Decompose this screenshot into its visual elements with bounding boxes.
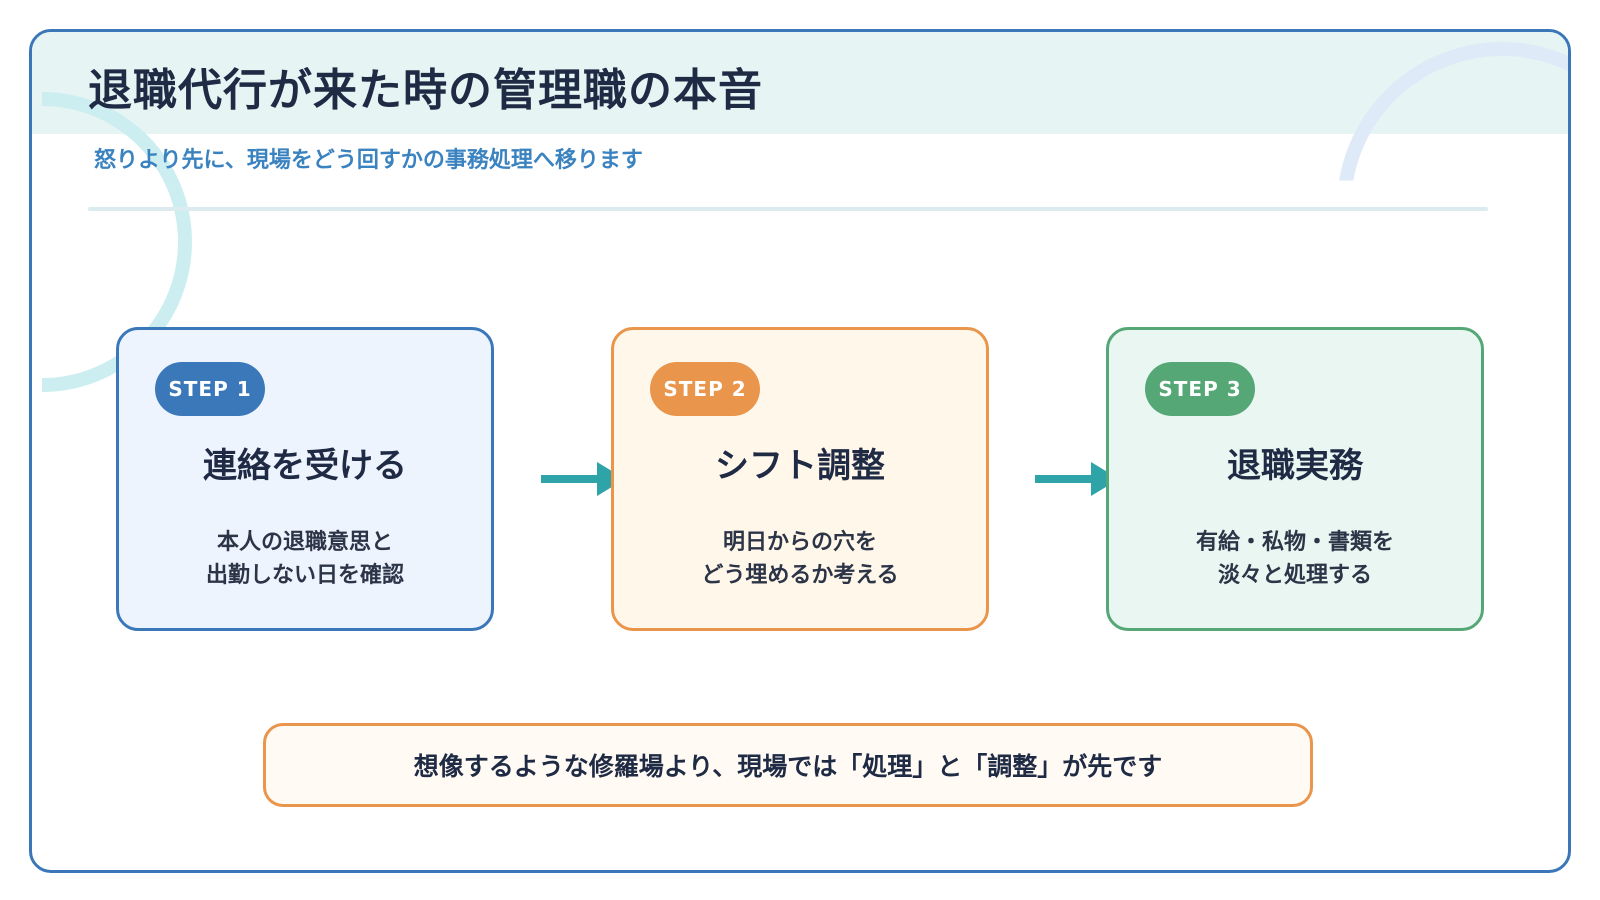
step-title-2: シフト調整 [715,446,885,486]
step-description-2: 明日からの穴を どう埋めるか考える [614,526,986,592]
page-subtitle: 怒りより先に、現場をどう回すかの事務処理へ移ります [94,148,643,173]
step-description-1: 本人の退職意思と 出勤しない日を確認 [119,526,491,592]
page-title: 退職代行が来た時の管理職の本音 [88,65,763,116]
header-divider [88,207,1488,211]
footer-callout: 想像するような修羅場より、現場では「処理」と「調整」が先です [263,723,1313,807]
step-card-2: STEP 2 シフト調整 明日からの穴を どう埋めるか考える [611,327,989,631]
step-description-line: 淡々と処理する [1217,563,1372,588]
slide-frame: 退職代行が来た時の管理職の本音 怒りより先に、現場をどう回すかの事務処理へ移りま… [29,29,1571,873]
step-title-3: 退職実務 [1227,446,1363,486]
step-title-1: 連絡を受ける [203,446,407,486]
step-card-3: STEP 3 退職実務 有給・私物・書類を 淡々と処理する [1106,327,1484,631]
step-description-line: 本人の退職意思と [216,530,393,555]
arrow-right-icon [1035,462,1119,496]
step-card-1: STEP 1 連絡を受ける 本人の退職意思と 出勤しない日を確認 [116,327,494,631]
step-description-line: 明日からの穴を [722,530,877,555]
step-description-line: 有給・私物・書類を [1195,530,1394,555]
header-band [32,32,1568,134]
step-badge-2: STEP 2 [650,362,760,416]
step-description-line: 出勤しない日を確認 [205,563,404,588]
step-badge-1: STEP 1 [155,362,265,416]
step-description-3: 有給・私物・書類を 淡々と処理する [1109,526,1481,592]
step-description-line: どう埋めるか考える [701,563,899,588]
step-badge-3: STEP 3 [1145,362,1255,416]
